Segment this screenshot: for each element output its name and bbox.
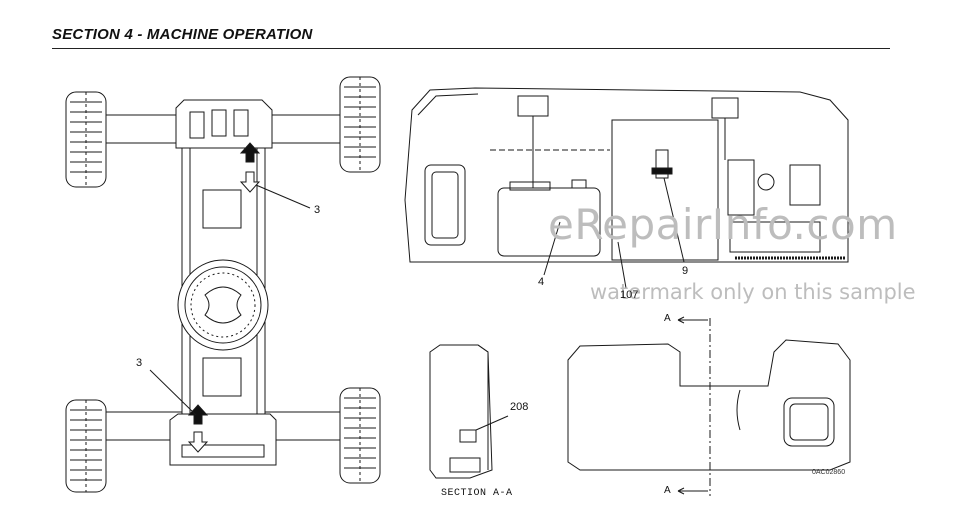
chassis-top-view bbox=[65, 76, 381, 493]
up-arrow-icon bbox=[239, 142, 261, 163]
callout-3-bottom: 3 bbox=[136, 357, 143, 369]
callout-208: 208 bbox=[510, 401, 529, 413]
side-view bbox=[404, 87, 849, 289]
up-arrow-icon-rear bbox=[187, 404, 209, 425]
wheel-rear-left bbox=[65, 399, 107, 493]
section-title: SECTION 4 - MACHINE OPERATION bbox=[52, 26, 313, 43]
wheel-front-right bbox=[339, 76, 381, 173]
callout-107: 107 bbox=[620, 289, 639, 301]
section-marker-a-top: A bbox=[664, 313, 671, 324]
section-a-a-label: SECTION A-A bbox=[441, 488, 513, 499]
front-view bbox=[567, 316, 851, 496]
callout-3-top: 3 bbox=[314, 204, 321, 216]
section-a-a-view bbox=[429, 344, 509, 479]
watermark-note: watermark only on this sample bbox=[590, 280, 916, 304]
section-marker-a-bottom: A bbox=[664, 485, 671, 496]
wheel-rear-right bbox=[339, 387, 381, 484]
down-arrow-icon bbox=[239, 171, 261, 193]
figure-code: 0AC02860 bbox=[812, 469, 846, 476]
watermark-brand: eRepairInfo.com bbox=[548, 200, 898, 249]
callout-9: 9 bbox=[682, 265, 689, 277]
down-arrow-icon-rear bbox=[187, 431, 209, 453]
section-header: SECTION 4 - MACHINE OPERATION bbox=[52, 26, 890, 49]
callout-4: 4 bbox=[538, 276, 545, 288]
wheel-front-left bbox=[65, 91, 107, 188]
